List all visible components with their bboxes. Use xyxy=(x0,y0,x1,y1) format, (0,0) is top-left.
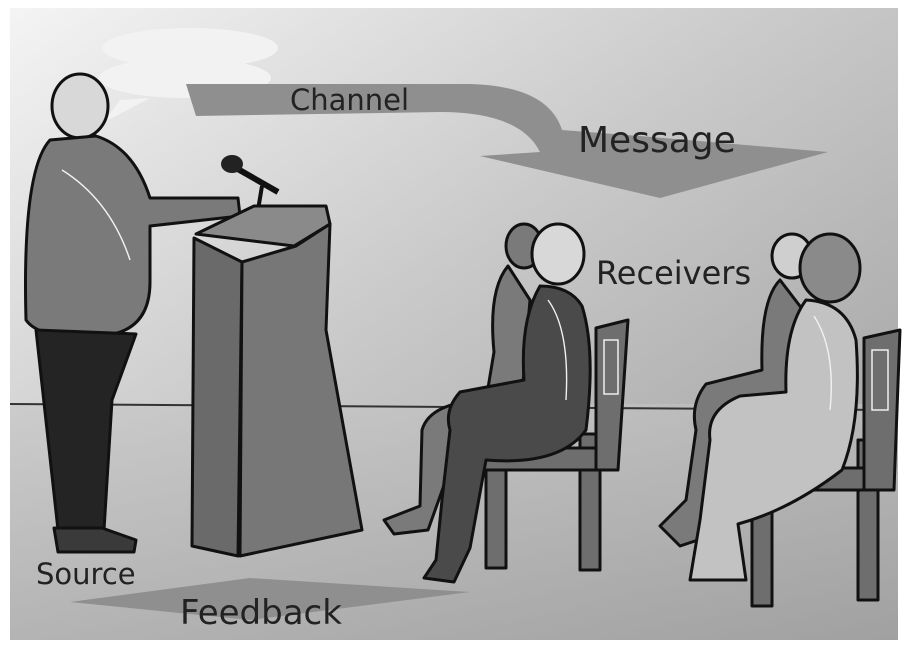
channel-message-arrow xyxy=(186,84,828,198)
source-label: Source xyxy=(36,557,136,591)
podium xyxy=(190,204,364,558)
message-label: Message xyxy=(578,120,736,161)
channel-label: Channel xyxy=(290,83,409,117)
microphone-icon xyxy=(221,155,280,211)
speaker-figure xyxy=(24,72,242,554)
feedback-arrow xyxy=(70,578,470,620)
audience-row-2 xyxy=(658,232,902,608)
receivers-label: Receivers xyxy=(596,254,751,292)
audience-row-1 xyxy=(382,222,630,584)
feedback-label: Feedback xyxy=(180,593,342,633)
